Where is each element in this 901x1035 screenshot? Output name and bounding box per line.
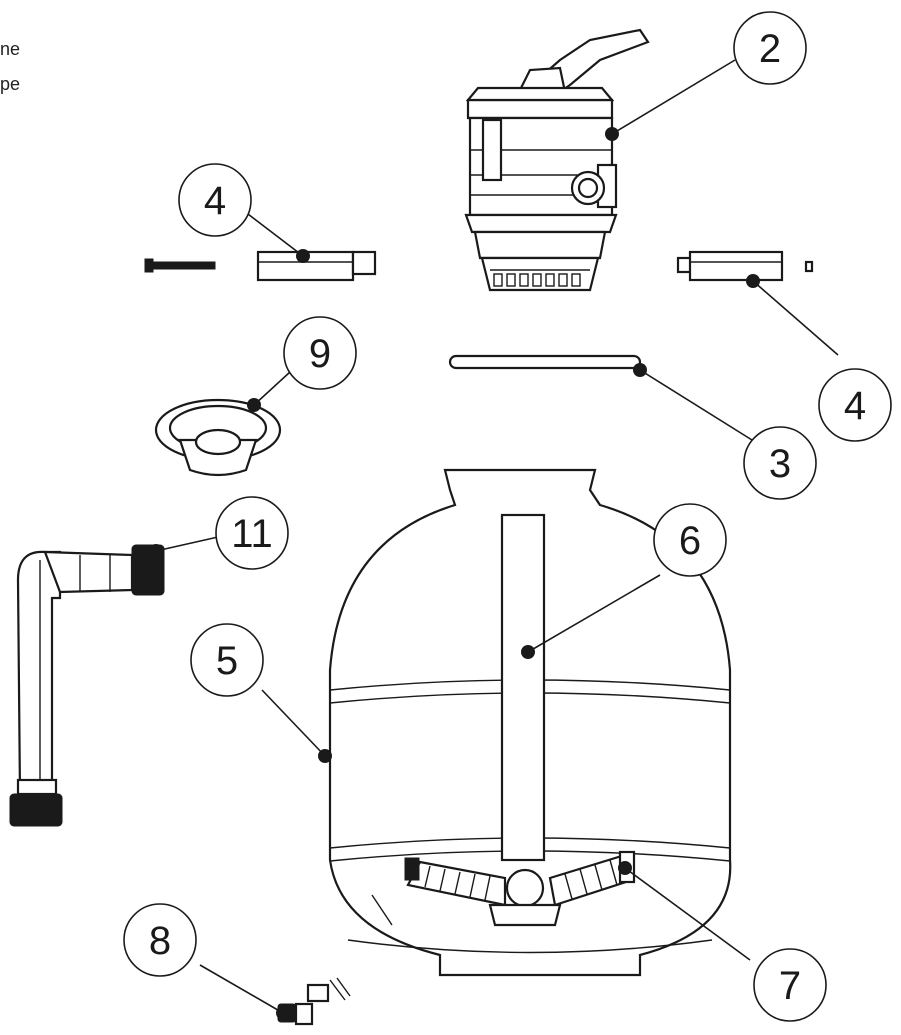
callout-3: 3 [743, 426, 817, 500]
callout-number: 4 [844, 384, 866, 428]
callout-number: 4 [204, 179, 226, 223]
callout-5: 5 [190, 623, 264, 697]
drain-parts [277, 977, 351, 1026]
callout-number: 7 [779, 964, 801, 1008]
clamp-right [676, 250, 814, 282]
callout-number: 8 [149, 919, 171, 963]
strainer-basket [154, 398, 282, 477]
callout-number: 11 [231, 512, 273, 556]
callout-number: 5 [216, 639, 238, 683]
callout-11: 11 [215, 496, 289, 570]
leader-lines [149, 59, 839, 1020]
multiport-valve [464, 28, 650, 292]
callout-6: 6 [653, 503, 727, 577]
callout-7: 7 [753, 948, 827, 1022]
hose-assembly [9, 544, 165, 827]
edge-text-bottom: pe [0, 74, 21, 94]
callout-4-left: 4 [178, 163, 252, 237]
callout-4-right: 4 [818, 368, 892, 442]
o-ring-rod [448, 354, 642, 370]
callout-8: 8 [123, 903, 197, 977]
callout-number: 9 [309, 332, 331, 376]
callout-number: 2 [759, 27, 781, 71]
clamp-left [144, 250, 377, 282]
callout-9: 9 [283, 316, 357, 390]
edge-text-top: ne [0, 39, 21, 59]
callout-number: 3 [769, 442, 791, 486]
callout-number: 6 [679, 519, 701, 563]
center-pipe [500, 513, 546, 862]
callout-2: 2 [733, 11, 807, 85]
